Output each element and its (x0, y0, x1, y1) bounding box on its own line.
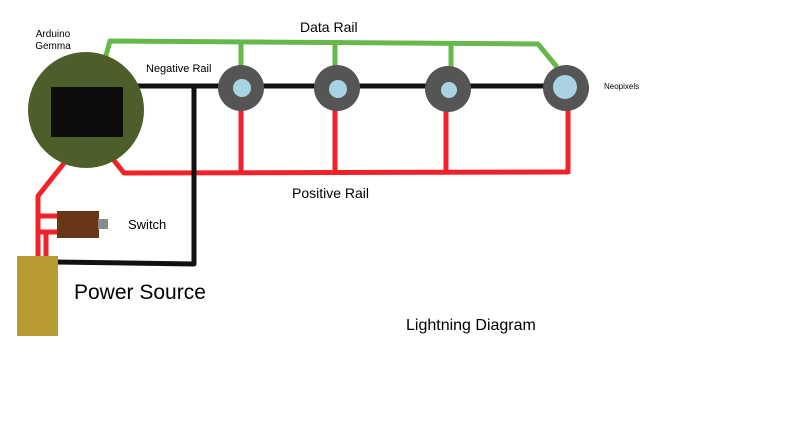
negative-return-wire (55, 84, 197, 267)
arduino-gemma-label: Arduino Gemma (35, 29, 71, 52)
neopixel-1 (218, 65, 264, 111)
positive-rail-label: Positive Rail (292, 185, 370, 201)
neopixel-1-led (233, 79, 251, 97)
neopixel-2-led (329, 80, 347, 98)
power-source-block (17, 256, 58, 336)
negative-rail-label: Negative Rail (146, 63, 212, 75)
positive-rail-wires (35, 104, 571, 262)
power-feed-wire (35, 146, 78, 262)
neopixel-3 (425, 66, 471, 112)
data-rail-main-wire (99, 38, 559, 71)
neopixel-4-led (553, 75, 577, 99)
neopixel-2 (314, 65, 360, 111)
arduino-board-chip (51, 87, 123, 137)
switch-label: Switch (128, 217, 167, 232)
data-rail-label: Data Rail (300, 19, 358, 35)
switch-toggle (98, 219, 108, 229)
power-source-label: Power Source (74, 281, 206, 304)
neopixel-3-led (441, 82, 457, 98)
data-rail-wires (99, 38, 559, 71)
switch-body (57, 211, 99, 238)
diagram-title: Lightning Diagram (406, 317, 536, 334)
neopixels-label: Neopixels (604, 82, 640, 91)
positive-rail-main-wire (110, 156, 569, 176)
switch-component (57, 211, 108, 238)
neopixel-4 (543, 65, 589, 111)
arduino-gemma-board (28, 52, 144, 168)
